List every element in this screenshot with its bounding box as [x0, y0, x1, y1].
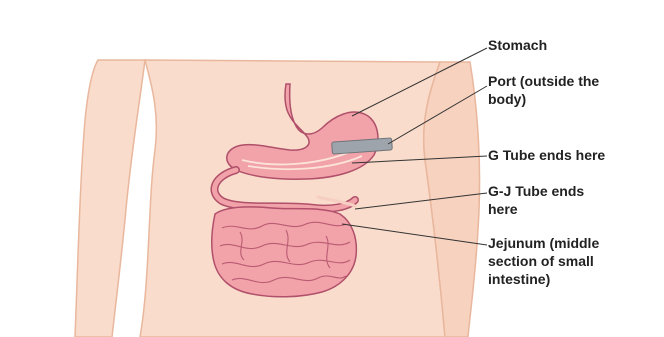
port-label: Port (outside the body): [488, 72, 599, 108]
stomach-label: Stomach: [488, 36, 547, 54]
jejunum-label-line-3: intestine): [488, 270, 599, 288]
jejunum-label-line-2: section of small: [488, 252, 599, 270]
small-intestine: [212, 207, 357, 297]
gj-tube-label: G-J Tube ends here: [488, 182, 584, 218]
g-tube-label-text: G Tube ends here: [488, 146, 605, 164]
gj-tube-label-line-2: here: [488, 200, 584, 218]
g-tube-label: G Tube ends here: [488, 146, 605, 164]
port-label-line-1: Port (outside the: [488, 72, 599, 90]
jejunum-label: Jejunum (middle section of small intesti…: [488, 234, 599, 288]
gj-tube-label-line-1: G-J Tube ends: [488, 182, 584, 200]
port-label-line-2: body): [488, 90, 599, 108]
left-arm: [75, 60, 145, 337]
jejunum-label-line-1: Jejunum (middle: [488, 234, 599, 252]
stomach-label-text: Stomach: [488, 36, 547, 54]
